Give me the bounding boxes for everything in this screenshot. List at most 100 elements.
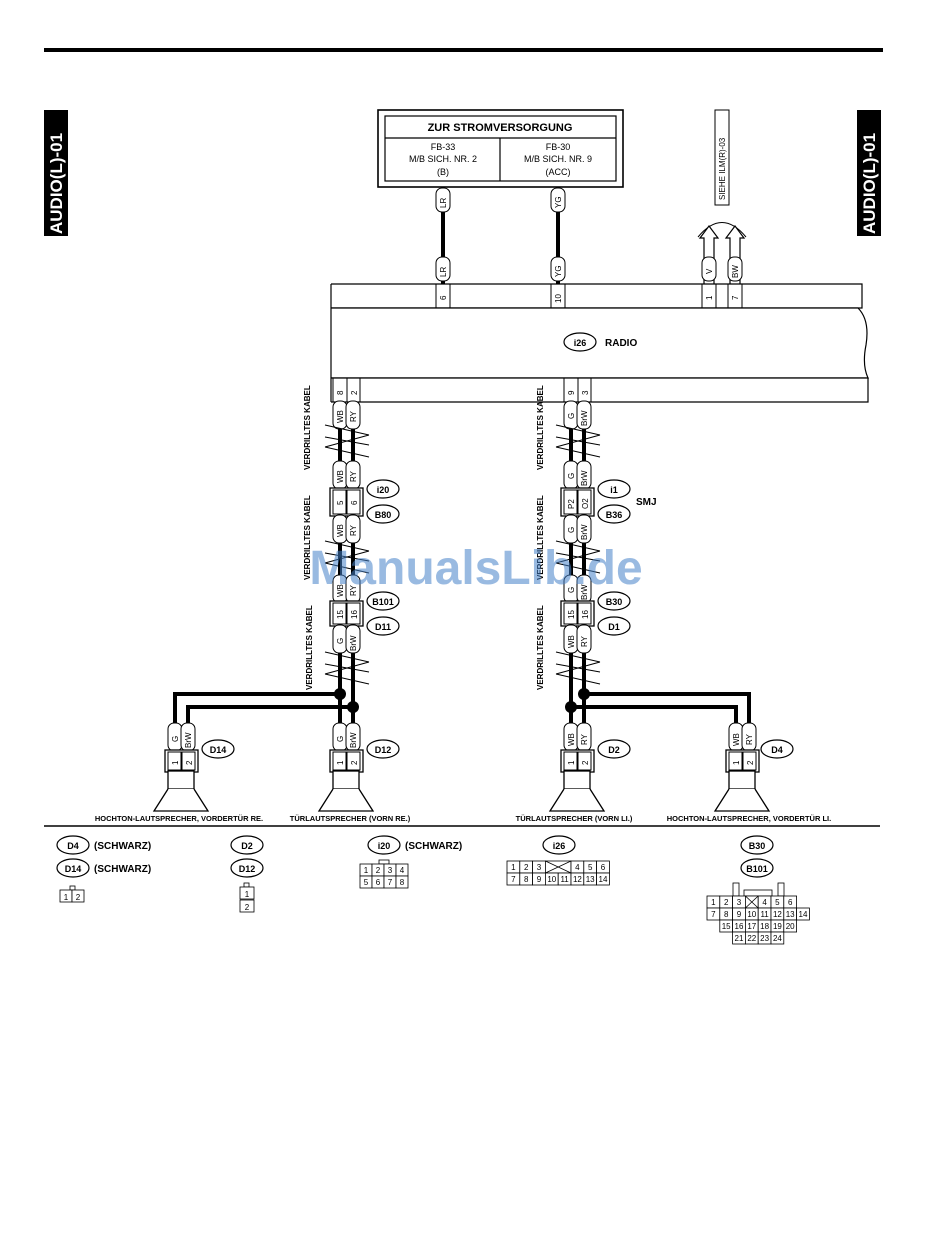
i26-pin-13: 13 xyxy=(586,875,595,884)
b30-pin-10: 10 xyxy=(747,910,756,919)
power-wires: LR YG LR YG xyxy=(435,187,566,300)
legend-i20-color: (SCHWARZ) xyxy=(405,841,462,852)
wire-left-g-1: G xyxy=(336,638,345,644)
wire-label-bw: BW xyxy=(731,265,740,278)
wire-left-ry-2: RY xyxy=(349,470,358,482)
spk1-label: HOCHTON-LAUTSPRECHER, VORDERTÜR RE. xyxy=(95,814,263,823)
i26-pin-11: 11 xyxy=(560,875,569,884)
wire-left-wb-2: WB xyxy=(336,470,345,483)
b30-pin-5: 5 xyxy=(775,898,780,907)
spk4-wire-b: RY xyxy=(745,733,754,745)
legend-d4: D4 xyxy=(67,841,79,851)
b30-pin-14-box xyxy=(796,907,810,921)
pin-b30-16: 16 xyxy=(581,610,590,619)
b30-pin-7: 7 xyxy=(711,910,716,919)
spk2-wire-a: G xyxy=(336,736,345,742)
b30-pin-23: 23 xyxy=(760,934,769,943)
pin-b101-16: 16 xyxy=(350,610,359,619)
pin-bottom-9: 9 xyxy=(567,390,576,395)
legend-g1-cell-1: 1 xyxy=(64,893,69,902)
spk1-wire-a: G xyxy=(171,736,180,742)
fuse-right-label: M/B SICH. NR. 9 xyxy=(524,154,592,164)
legend-b30: B30 xyxy=(749,841,766,851)
b30-key-cross xyxy=(745,895,759,909)
spk1-pin-1: 1 xyxy=(171,760,180,765)
legend-g2-cell-2: 2 xyxy=(245,903,250,912)
legend-b101: B101 xyxy=(746,864,768,874)
pin-b101-15: 15 xyxy=(336,610,345,619)
b30-pin-22: 22 xyxy=(747,934,756,943)
b30-pin-15: 15 xyxy=(722,922,731,931)
i20-pin-2: 2 xyxy=(376,866,381,875)
i20-pin-6: 6 xyxy=(376,878,381,887)
spk4-pin-1: 1 xyxy=(732,760,741,765)
wire-left-wb-1: WB xyxy=(336,410,345,423)
speaker-door-right: G BrW 1 2 D12 TÜRLAUTSPRECHER (VORN RE.) xyxy=(290,722,411,823)
spk3-label: TÜRLAUTSPRECHER (VORN LI.) xyxy=(516,814,633,823)
legend-d4-d14: D4 (SCHWARZ) D14 (SCHWARZ) 1 2 xyxy=(56,835,151,903)
side-tab-left-label: AUDIO(L)-01 xyxy=(47,133,66,234)
conn-b80: B80 xyxy=(375,510,392,520)
wire-right-wb-1: WB xyxy=(567,635,576,648)
right-channel: G BrW VERDRILLTES KABEL G BrW P2 O2 i1 B… xyxy=(536,385,751,740)
fuse-right-code: FB-30 xyxy=(546,142,571,152)
spk1-wire-b: BrW xyxy=(184,732,193,748)
i20-pin-3: 3 xyxy=(388,866,393,875)
spk3-pin-1: 1 xyxy=(567,760,576,765)
wire-left-ry-1: RY xyxy=(349,410,358,422)
i26-pin-3: 3 xyxy=(537,863,542,872)
b30-pin-4: 4 xyxy=(762,898,767,907)
legend-g1-cell-2: 2 xyxy=(76,893,81,902)
i20-pin-7: 7 xyxy=(388,878,393,887)
power-title: ZUR STROMVERSORGUNG xyxy=(428,122,573,134)
b30-pin-17: 17 xyxy=(747,922,756,931)
radio-unit: 6 10 1 7 i26 RADIO 8 2 9 3 xyxy=(330,283,869,403)
left-channel: WB RY VERDRILLTES KABEL WB RY 5 6 i20 B8… xyxy=(173,385,400,740)
b30-pin-6: 6 xyxy=(788,898,793,907)
spk4-pin-2: 2 xyxy=(746,760,755,765)
i26-pin-6: 6 xyxy=(601,863,606,872)
pin-bottom-8: 8 xyxy=(336,390,345,395)
b30-pin-12: 12 xyxy=(773,910,782,919)
wire-right-brw-4: BrW xyxy=(580,584,589,600)
fuse-left-mode: (B) xyxy=(437,167,449,177)
i20-pin-4: 4 xyxy=(400,866,405,875)
watermark: ManualsLib.de xyxy=(309,542,642,595)
twist-label-left-2: VERDRILLTES KABEL xyxy=(303,495,312,580)
b30-pin-24: 24 xyxy=(773,934,782,943)
wire-right-ry-1: RY xyxy=(580,635,589,647)
i26-pin-7: 7 xyxy=(511,875,516,884)
wire-left-wb-4: WB xyxy=(336,584,345,597)
pin-bottom-2: 2 xyxy=(350,390,359,395)
wire-right-brw-2: BrW xyxy=(580,470,589,486)
i20-pin-8-box xyxy=(395,875,409,889)
side-tab-left: AUDIO(L)-01 xyxy=(44,110,68,236)
conn-b30: B30 xyxy=(606,597,623,607)
speaker-door-left: WB RY 1 2 D2 TÜRLAUTSPRECHER (VORN LI.) xyxy=(516,722,633,823)
pin-i20-6: 6 xyxy=(350,500,359,505)
wire-right-g-3: G xyxy=(567,527,576,533)
conn-b36: B36 xyxy=(606,510,623,520)
i20-pin-1: 1 xyxy=(364,866,369,875)
top-rule xyxy=(44,48,883,52)
spk3-wire-a: WB xyxy=(567,733,576,746)
i26-pin-2: 2 xyxy=(524,863,529,872)
wire-label-yg: YG xyxy=(554,265,563,277)
i26-pin-10: 10 xyxy=(547,875,556,884)
twist-label-right-1: VERDRILLTES KABEL xyxy=(536,385,545,470)
conn-d1: D1 xyxy=(608,622,620,632)
side-tab-right-label: AUDIO(L)-01 xyxy=(860,133,879,234)
b30-pin-11: 11 xyxy=(760,910,769,919)
b30-pin-14: 14 xyxy=(799,910,808,919)
b30-pin-21: 21 xyxy=(735,934,744,943)
wire-left-wb-3: WB xyxy=(336,524,345,537)
pin-b30-15: 15 xyxy=(567,610,576,619)
i26-pin-5: 5 xyxy=(588,863,593,872)
illumination-arrows: V BW xyxy=(697,222,747,284)
conn-d11: D11 xyxy=(375,622,391,632)
spk2-conn: D12 xyxy=(375,745,392,755)
pin-top-7: 7 xyxy=(731,295,740,300)
wire-label-lr: LR xyxy=(439,267,448,277)
